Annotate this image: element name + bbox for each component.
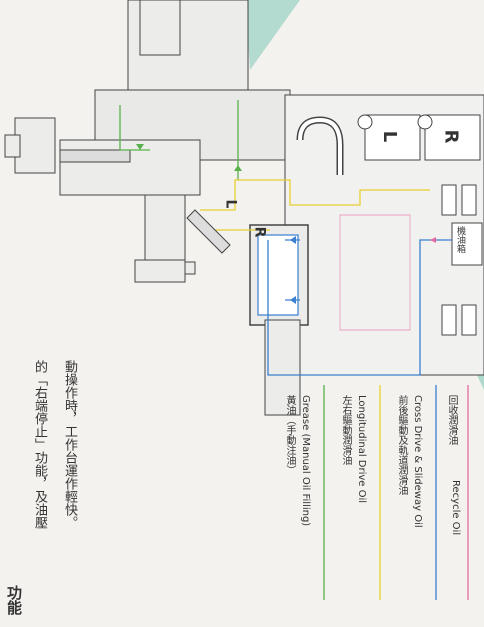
arrow-blue-2	[290, 296, 296, 304]
screw	[59, 149, 131, 163]
arrow-pink	[430, 237, 436, 243]
tank-box	[451, 222, 483, 266]
slot-3	[441, 304, 457, 336]
legend-grease-en: Grease (Manual Oil Filling)	[300, 395, 311, 527]
legend-cross-en: Cross Drive & Slideway Oil	[412, 395, 423, 528]
legend-grease-zh: 黃油（手動注油）	[284, 395, 295, 475]
intro-line-2: 動操作時，工作台運作輕快。	[62, 360, 77, 529]
table-base	[134, 259, 186, 283]
slot-1	[441, 184, 457, 216]
box-R	[424, 114, 481, 161]
label-R-box: R	[440, 129, 462, 144]
legend-recycle-en: Recycle Oil	[450, 480, 461, 536]
arrow-blue-1	[290, 236, 296, 244]
arrow-green-1	[136, 144, 144, 150]
teal-band-top	[245, 0, 300, 70]
hook-pipe-inner	[298, 117, 342, 175]
label-tank: 機油箱	[455, 226, 465, 253]
section-heading: 功能	[5, 585, 23, 615]
yellow-line-1	[200, 179, 430, 211]
quill	[144, 194, 186, 266]
legend-recycle: 回收潤滑油	[446, 395, 457, 445]
label-L-small: L	[222, 199, 239, 209]
label-L-box: L	[379, 130, 401, 143]
oil-cup	[186, 209, 231, 254]
legend-cross-zh: 前後驅動及軌道潤滑油	[396, 395, 407, 495]
pink-line	[339, 214, 411, 331]
table-column	[264, 319, 301, 416]
motor-top	[139, 0, 181, 56]
legend-longitudinal-zh: 左右驅動潤滑油	[340, 395, 351, 465]
knob-left	[4, 134, 21, 158]
spindle-arm	[59, 139, 201, 196]
slot-2	[461, 184, 477, 216]
label-R-small: R	[251, 226, 268, 238]
handwheel-block	[14, 117, 56, 174]
gear-L	[357, 114, 373, 130]
legend-longitudinal-en: Longitudinal Drive Oil	[356, 395, 367, 504]
saddle-inner	[257, 234, 299, 316]
gear-R	[417, 114, 433, 130]
slot-4	[461, 304, 477, 336]
arrow-green-2	[234, 165, 242, 171]
box-L	[364, 114, 421, 161]
knee-foot	[184, 261, 196, 275]
intro-line-1: 的「右端停止」功能，及油壓	[32, 360, 47, 529]
